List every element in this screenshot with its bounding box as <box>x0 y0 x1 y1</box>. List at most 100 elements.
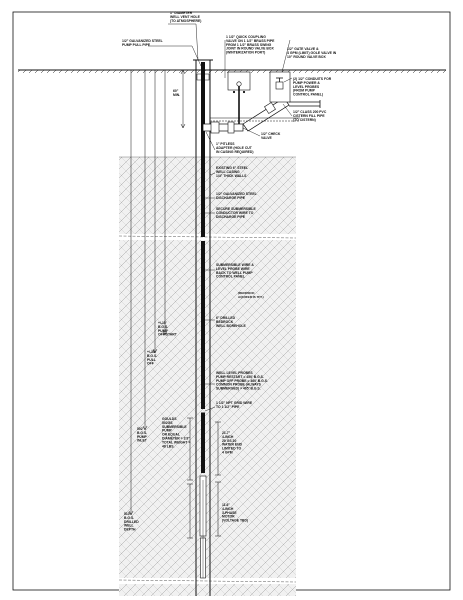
quick-coupling-valve-box <box>227 71 251 124</box>
conduits <box>210 117 300 122</box>
pump-dimension-brackets <box>187 417 221 539</box>
label-line: 1/2" GATE VALVE & <box>287 47 319 51</box>
label-line: PUMP RESTART = 450' B.G.S. <box>216 375 264 379</box>
gate-valve-box <box>269 71 291 103</box>
depth-dimension-60 <box>180 69 186 129</box>
label-line: 48 LBS. <box>162 444 174 448</box>
label-line: DISCHARGE PIPE <box>216 215 246 219</box>
label-line: (BEDROCK <box>238 291 255 295</box>
label-line: CONTROL PANEL <box>216 275 245 279</box>
label-line: VALVE <box>261 136 273 140</box>
label-line: PUMP <box>137 435 148 439</box>
label-line: WELL LEVEL PROBES <box>216 371 253 375</box>
label-line: WELL VENT HOLE <box>170 15 201 19</box>
label-line: 1/2" CHECK <box>261 132 281 136</box>
label-line: 20 GS 20 <box>222 439 236 443</box>
label-line: B.G.S. <box>158 325 168 329</box>
label-line: 3-PHASE <box>222 511 237 515</box>
label-line: 4 GPM (LIMIT) GOLE VALVE IN <box>287 51 337 55</box>
label-line: 1/2" GALVANIZED STEEL <box>122 39 163 43</box>
label-line: BACK TO WELL PUMP <box>216 271 253 275</box>
label-line: PUMP <box>158 329 169 333</box>
label-line: COMMON PROBE (ALWAYS <box>216 383 262 387</box>
pitless-adapter-piping <box>202 97 321 134</box>
ground-surface <box>18 69 446 73</box>
label-line: 1" DIAMETER <box>170 11 193 15</box>
label-line: (FROM PUMP <box>293 89 316 93</box>
label-line: PULL <box>147 358 156 362</box>
label-line: 4 GPM <box>222 451 233 455</box>
label-line: +/-35' <box>147 350 156 354</box>
label-line: GOULDS <box>162 417 177 421</box>
label-line: 1 1/2" NPT GRID WIRE <box>216 401 253 405</box>
label-line: 60" <box>173 89 179 93</box>
label-line: JOINT IN ROUND VALVE BOX <box>226 47 274 51</box>
label-line: ADAPTER (HOLE CUT <box>216 146 253 150</box>
label-line: 502' <box>137 427 144 431</box>
depth-60-label: 60"MIN. <box>173 89 180 97</box>
label-line: VALVE ON 1 1/2" BRASS PIPE <box>226 39 275 43</box>
depth-marker-lines <box>128 70 168 516</box>
label-line: 510' <box>124 512 131 516</box>
label-line: 1/4" THICK WALLS <box>216 174 247 178</box>
label-line: TO 1 1/2" PIPE <box>216 405 240 409</box>
leader-lines <box>148 23 293 412</box>
label-line: B.G.S. <box>137 431 147 435</box>
label-line: OFF/START <box>158 333 178 337</box>
label-line: SUBMERSIBLE WIRE & <box>216 263 254 267</box>
label-line: OR EQUAL <box>162 433 180 437</box>
label-line: AQUIFER IS 7FT.) <box>238 295 264 299</box>
label-line: FROM 1 1/2" BRASS SWING <box>226 43 272 47</box>
label-line: WELL CASING <box>216 170 240 174</box>
label-line: DEPTH <box>124 528 136 532</box>
label-line: MIN. <box>173 93 180 97</box>
label-line: (2) 1/2" CONDUITS FOR <box>293 77 332 81</box>
label-line: +/-15' <box>158 321 167 325</box>
label-line: CISTERN FILL PIPE <box>293 114 325 118</box>
label-line: (VOLTAGE TBD) <box>222 519 248 523</box>
label-line: SECURE SUBMERSIBLE <box>216 207 256 211</box>
label-line: DIAMETER = 3.9" <box>162 437 190 441</box>
label-line: PUMP POWER & <box>293 81 320 85</box>
label-line: LEVEL PROBES <box>293 85 320 89</box>
label-line: 1/2" GALVANIZED STEEL <box>216 192 257 196</box>
label-line: SUBMERGED) = 465' B.G.S. <box>216 387 261 391</box>
label-line: OFF <box>147 362 154 366</box>
label-line: 1" PITLESS <box>216 142 235 146</box>
bedrock-zone <box>118 156 297 596</box>
label-line: 21.7" <box>222 431 231 435</box>
label-line: DISCHARGE PIPE <box>216 196 246 200</box>
label-line: DRILLED <box>124 520 139 524</box>
label-line: LEVEL PROBE WIRE <box>216 267 250 271</box>
label-line: PUMP <box>162 429 173 433</box>
label-line: 502GS <box>162 421 173 425</box>
gate-valve-label: 1/2" GATE VALVE &4 GPM (LIMIT) GOLE VALV… <box>287 47 337 59</box>
label-line: (TO CISTERN) <box>293 118 316 122</box>
label-line: (TO ATMOSPHERE) <box>170 19 201 23</box>
discharge-pipe <box>199 62 207 579</box>
label-line: WELL <box>124 524 134 528</box>
label-line: TOTAL WEIGHT = <box>162 440 190 444</box>
label-line: 6" DRILLED <box>216 316 236 320</box>
label-line: B.G.S. <box>147 354 157 358</box>
